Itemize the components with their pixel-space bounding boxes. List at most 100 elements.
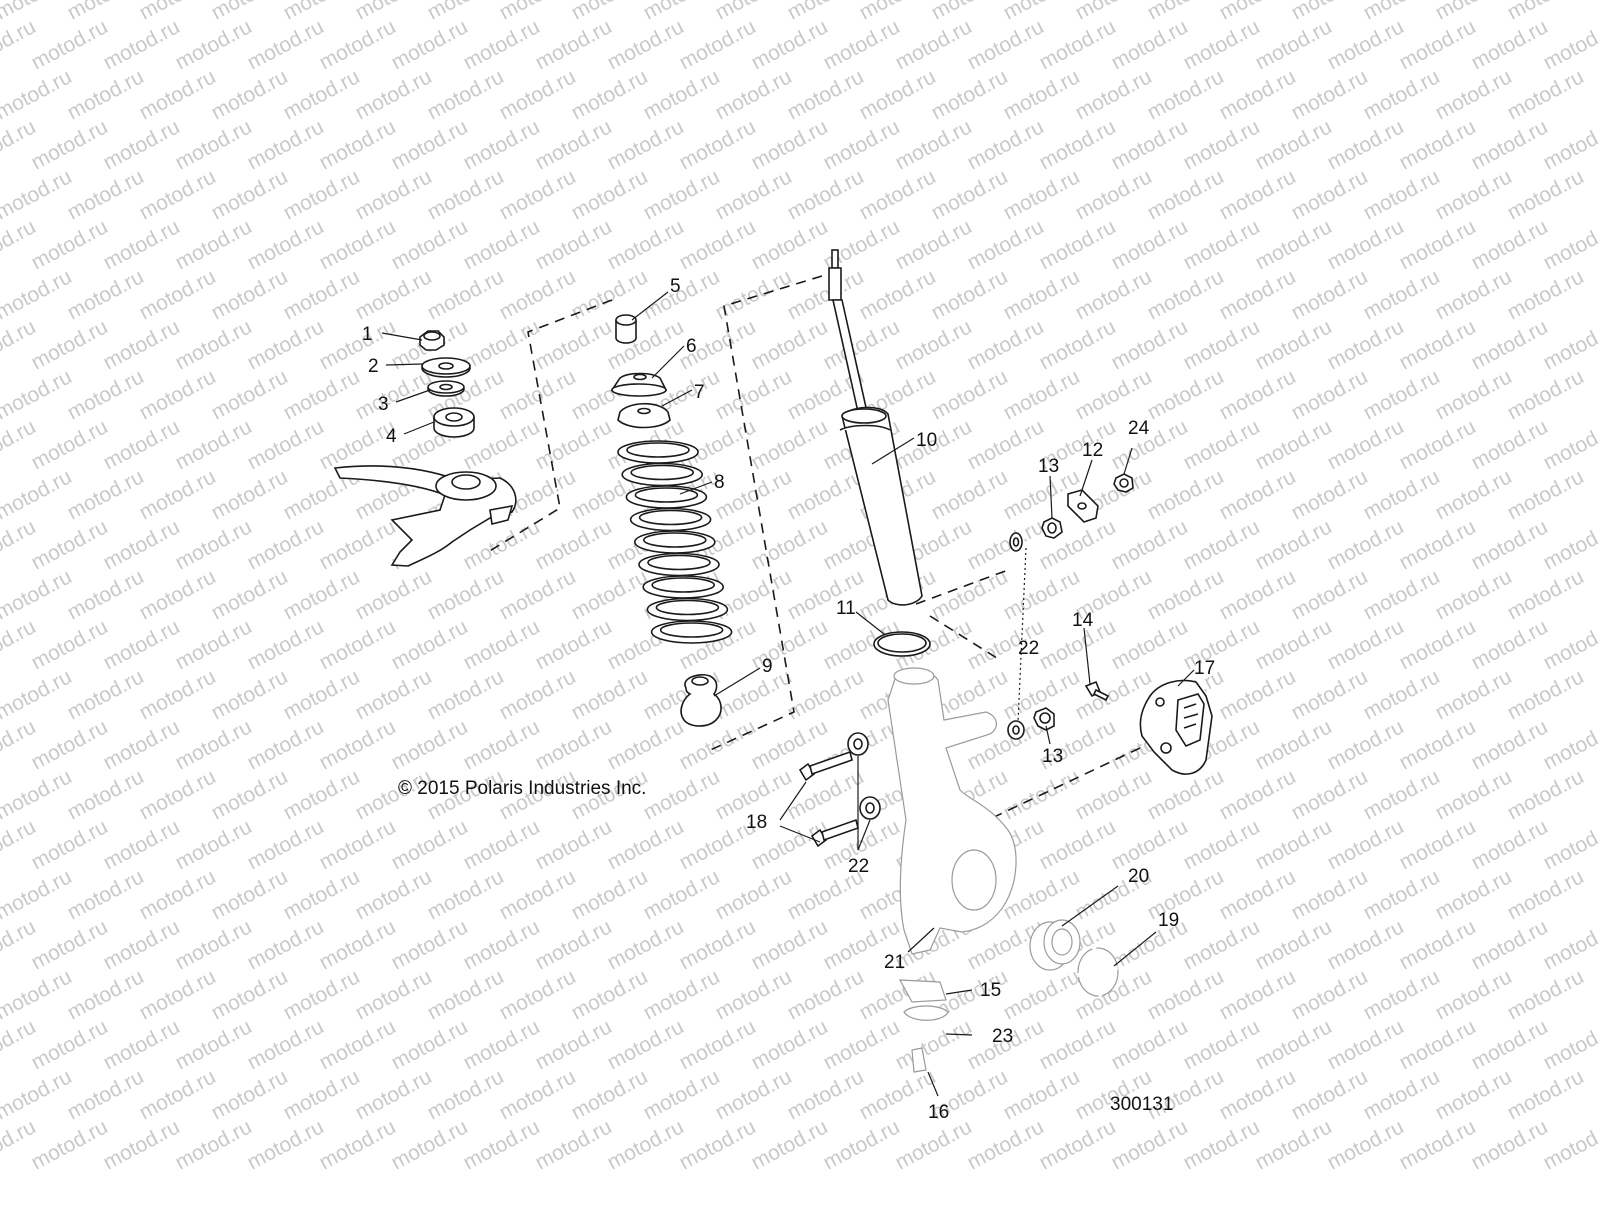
watermark-text: motod.ru	[100, 15, 184, 74]
watermark-text: motod.ru	[28, 115, 112, 174]
watermark-text: motod.ru	[1360, 465, 1444, 524]
watermark-text: motod.ru	[388, 715, 472, 774]
part-22-washer-knuckle-upper	[847, 732, 869, 756]
part-2-washer	[421, 357, 471, 378]
watermark-text: motod.ru	[172, 1115, 256, 1174]
watermark-text: motod.ru	[1432, 865, 1516, 924]
watermark-text: motod.ru	[964, 515, 1048, 574]
watermark-text: motod.ru	[1072, 265, 1156, 324]
watermark-text: motod.ru	[244, 415, 328, 474]
watermark-text: motod.ru	[712, 865, 796, 924]
watermark-text: motod.ru	[568, 265, 652, 324]
watermark-text: motod.ru	[100, 715, 184, 774]
watermark-text: motod.ru	[1036, 815, 1120, 874]
callout-19: 19	[1158, 910, 1179, 931]
watermark-text: motod.ru	[1504, 565, 1588, 624]
watermark-text: motod.ru	[1108, 215, 1192, 274]
stud-alignment-line	[1017, 547, 1027, 723]
watermark-text: motod.ru	[64, 1065, 148, 1124]
watermark-text: motod.ru	[712, 165, 796, 224]
watermark-text: motod.ru	[748, 1015, 832, 1074]
part-22-washer-lower	[1007, 720, 1025, 740]
watermark-text: motod.ru	[1324, 815, 1408, 874]
watermark-text: motod.ru	[1468, 1015, 1552, 1074]
watermark-text: motod.ru	[424, 565, 508, 624]
part-11-snap-ring	[873, 631, 931, 657]
watermark-text: motod.ru	[352, 565, 436, 624]
watermark-text: motod.ru	[1432, 665, 1516, 724]
watermark-text: motod.ru	[388, 1015, 472, 1074]
watermark-text: motod.ru	[244, 615, 328, 674]
watermark-text: motod.ru	[712, 665, 796, 724]
watermark-text: motod.ru	[1252, 815, 1336, 874]
watermark-text: motod.ru	[1252, 15, 1336, 74]
watermark-text: motod.ru	[1468, 515, 1552, 574]
watermark-text: motod.ru	[1000, 65, 1084, 124]
watermark-text: motod.ru	[1216, 665, 1300, 724]
watermark-text: motod.ru	[1504, 265, 1588, 324]
watermark-text: motod.ru	[64, 665, 148, 724]
watermark-text: motod.ru	[460, 615, 544, 674]
watermark-text: motod.ru	[640, 865, 724, 924]
callout-8: 8	[714, 472, 725, 493]
spring-coil-inner	[659, 622, 724, 638]
watermark-text: motod.ru	[64, 65, 148, 124]
watermark-text: motod.ru	[1324, 515, 1408, 574]
watermark-text: motod.ru	[640, 165, 724, 224]
watermark-text: motod.ru	[676, 15, 760, 74]
watermark-text: motod.ru	[1396, 15, 1480, 74]
part-19-snap-ring	[1077, 947, 1119, 997]
callout-12: 12	[1082, 440, 1103, 461]
watermark-text: motod.ru	[100, 315, 184, 374]
watermark-text: motod.ru	[676, 1015, 760, 1074]
watermark-text: motod.ru	[892, 1015, 976, 1074]
watermark-text: motod.ru	[100, 115, 184, 174]
watermark-text: motod.ru	[1324, 215, 1408, 274]
watermark-text: motod.ru	[532, 1115, 616, 1174]
watermark-text: motod.ru	[1288, 565, 1372, 624]
watermark-text: motod.ru	[856, 265, 940, 324]
watermark-text: motod.ru	[1468, 15, 1552, 74]
watermark-text: motod.ru	[676, 915, 760, 974]
watermark-text: motod.ru	[496, 665, 580, 724]
watermark-text: motod.ru	[1108, 615, 1192, 674]
watermark-text: motod.ru	[1396, 215, 1480, 274]
callout-11: 11	[836, 598, 856, 619]
watermark-text: motod.ru	[568, 1065, 652, 1124]
watermark-text: motod.ru	[676, 215, 760, 274]
watermark-text: motod.ru	[1072, 365, 1156, 424]
watermark-text: motod.ru	[1468, 415, 1552, 474]
watermark-text: motod.ru	[1252, 115, 1336, 174]
spring-coil-inner	[638, 509, 703, 526]
spring-coil-inner	[642, 532, 707, 548]
watermark-text: motod.ru	[1144, 265, 1228, 324]
watermark-text: motod.ru	[892, 115, 976, 174]
watermark-text: motod.ru	[280, 265, 364, 324]
part-9-bump-stop	[680, 673, 722, 727]
control-arm	[333, 465, 517, 567]
watermark-text: motod.ru	[388, 615, 472, 674]
watermark-text: motod.ru	[1252, 515, 1336, 574]
watermark-text: motod.ru	[1540, 715, 1600, 774]
part-22-washer-upper	[1009, 532, 1023, 552]
watermark-text: motod.ru	[1504, 65, 1588, 124]
watermark-text: motod.ru	[1288, 65, 1372, 124]
watermark-text: motod.ru	[1360, 1065, 1444, 1124]
watermark-text: motod.ru	[352, 65, 436, 124]
watermark-text: motod.ru	[496, 165, 580, 224]
watermark-text: motod.ru	[1108, 315, 1192, 374]
watermark-text: motod.ru	[676, 115, 760, 174]
watermark-text: motod.ru	[1540, 915, 1600, 974]
watermark-text: motod.ru	[1396, 315, 1480, 374]
watermark-text: motod.ru	[532, 815, 616, 874]
watermark-text: motod.ru	[1540, 215, 1600, 274]
watermark-text: motod.ru	[460, 1115, 544, 1174]
watermark-text: motod.ru	[136, 65, 220, 124]
watermark-text: motod.ru	[244, 315, 328, 374]
watermark-text: motod.ru	[1144, 65, 1228, 124]
watermark-text: motod.ru	[388, 915, 472, 974]
watermark-layer: motod.rumotod.rumotod.rumotod.rumotod.ru…	[0, 0, 1600, 1174]
watermark-text: motod.ru	[712, 365, 796, 424]
watermark-text: motod.ru	[208, 965, 292, 1024]
